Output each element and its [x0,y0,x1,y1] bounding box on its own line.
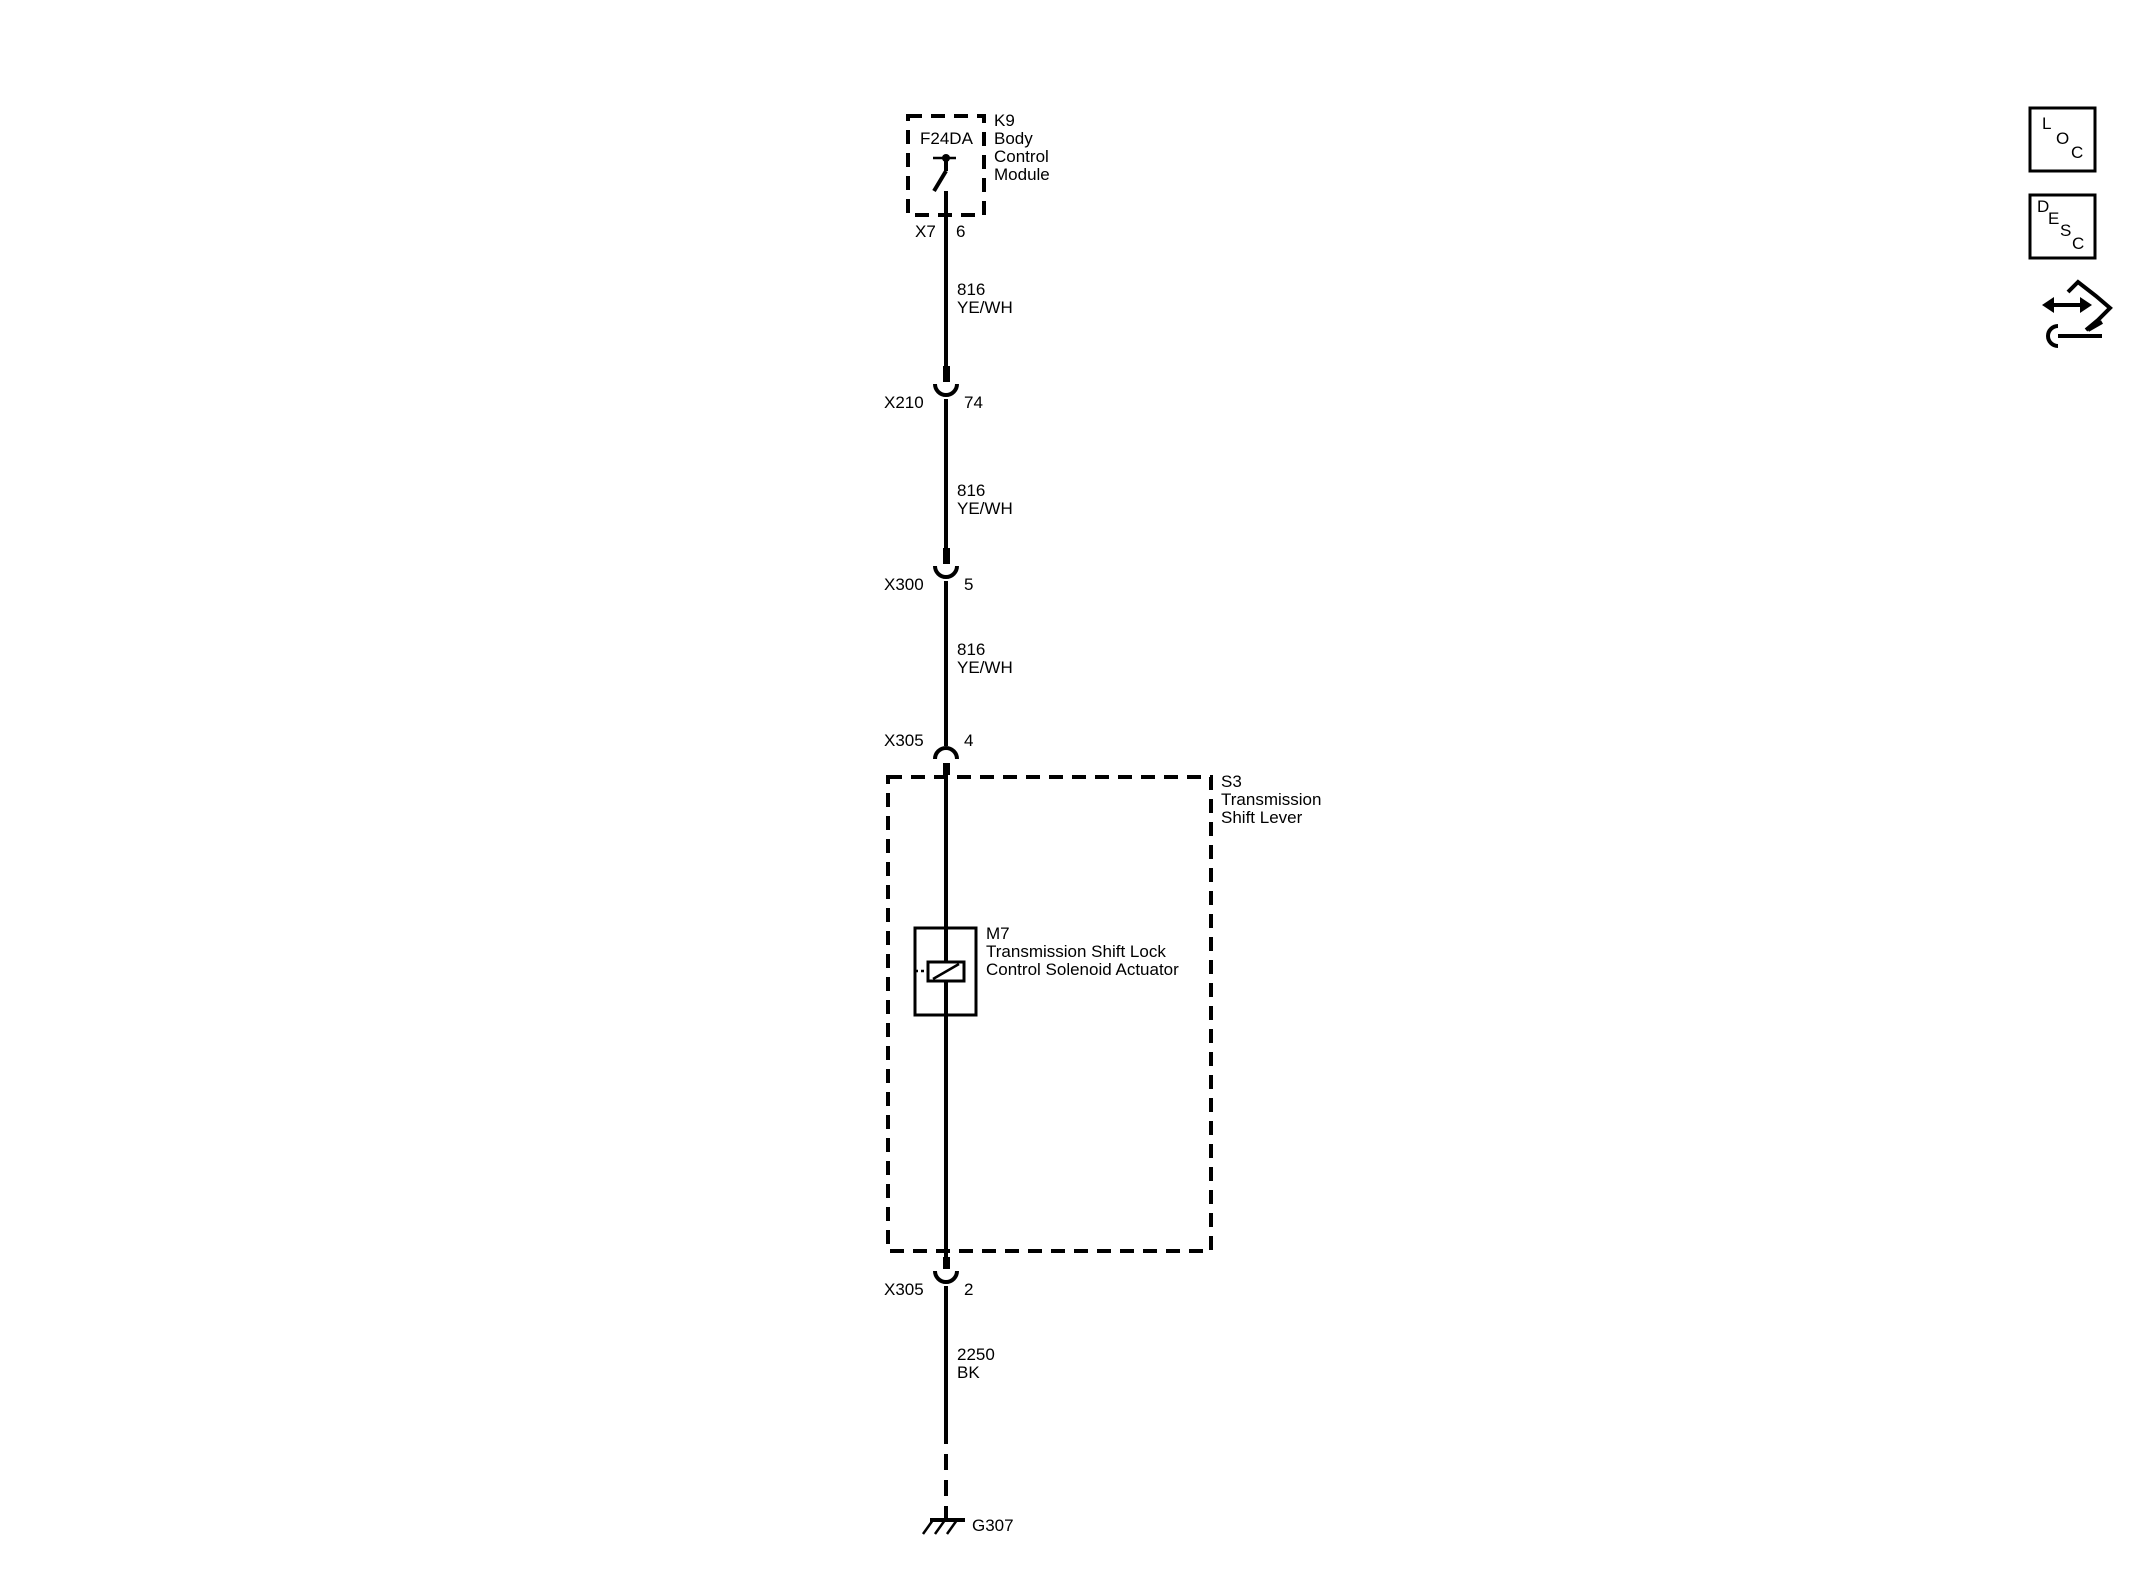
connector-x300-label: X300 [884,575,924,594]
wire2-circuit: 816 [957,481,985,500]
loc-letter-c: C [2071,143,2083,162]
desc-letter-c: C [2072,234,2084,253]
desc-letter-e: E [2048,209,2059,228]
s3-ref: S3 [1221,772,1242,791]
wire1-color: YE/WH [957,298,1013,317]
s3-name-line-1: Transmission [1221,790,1321,809]
connector-x305-pin2-symbol [933,1270,959,1284]
wire4-circuit: 2250 [957,1345,995,1364]
m7-name-line-1: Transmission Shift Lock [986,942,1166,961]
wire2-color: YE/WH [957,499,1013,518]
loc-letter-l: L [2042,114,2051,133]
m7-solenoid-actuator: M7 Transmission Shift Lock Control Solen… [913,924,1179,1017]
s3-transmission-shift-lever: S3 Transmission Shift Lever [886,772,1321,1253]
s3-outline [886,775,1213,1253]
connector-x305-pin4-symbol [933,746,959,760]
connector-x300: X300 5 [884,565,973,594]
k9-name-line-1: Body [994,129,1033,148]
connector-x210-symbol [933,383,959,397]
connector-x305-pin2-label: X305 [884,1280,924,1299]
connector-x305-pin2-pin: 2 [964,1280,973,1299]
wire3-circuit: 816 [957,640,985,659]
ground-g307: G307 [921,1516,1014,1535]
connector-x305-pin4-pin: 4 [964,731,973,750]
k9-name-line-2: Control [994,147,1049,166]
loc-button[interactable]: L O C [2028,106,2097,173]
k9-device-code: F24DA [920,129,974,148]
desc-letter-s: S [2060,221,2071,240]
m7-ref: M7 [986,924,1010,943]
m7-name-line-2: Control Solenoid Actuator [986,960,1179,979]
connector-x305-pin2: X305 2 [884,1270,973,1299]
connector-x300-pin: 5 [964,575,973,594]
connector-x210-label: X210 [884,393,924,412]
connector-x305-pin4-label: X305 [884,731,924,750]
wire4-color: BK [957,1363,980,1382]
k9-pin: 6 [956,222,965,241]
connector-x300-symbol [933,565,959,579]
connector-x210: X210 74 [884,383,983,412]
connector-repair-button[interactable] [2030,276,2113,356]
k9-connector: X7 [915,222,936,241]
ground-ref: G307 [972,1516,1014,1535]
wire1-circuit: 816 [957,280,985,299]
circuit-wire [943,191,950,1520]
connector-x210-pin: 74 [964,393,983,412]
connector-x305-pin4: X305 4 [884,731,973,775]
k9-ref: K9 [994,111,1015,130]
s3-name-line-2: Shift Lever [1221,808,1303,827]
wire3-color: YE/WH [957,658,1013,677]
k9-name-line-3: Module [994,165,1050,184]
desc-button[interactable]: D E S C [2028,193,2097,260]
k9-body-control-module: F24DA K9 Body Control Module X7 6 [906,111,1050,241]
connector-repair-icon [2042,279,2113,348]
loc-letter-o: O [2056,129,2069,148]
desc-letter-d: D [2037,197,2049,216]
switch-blade [932,169,948,193]
